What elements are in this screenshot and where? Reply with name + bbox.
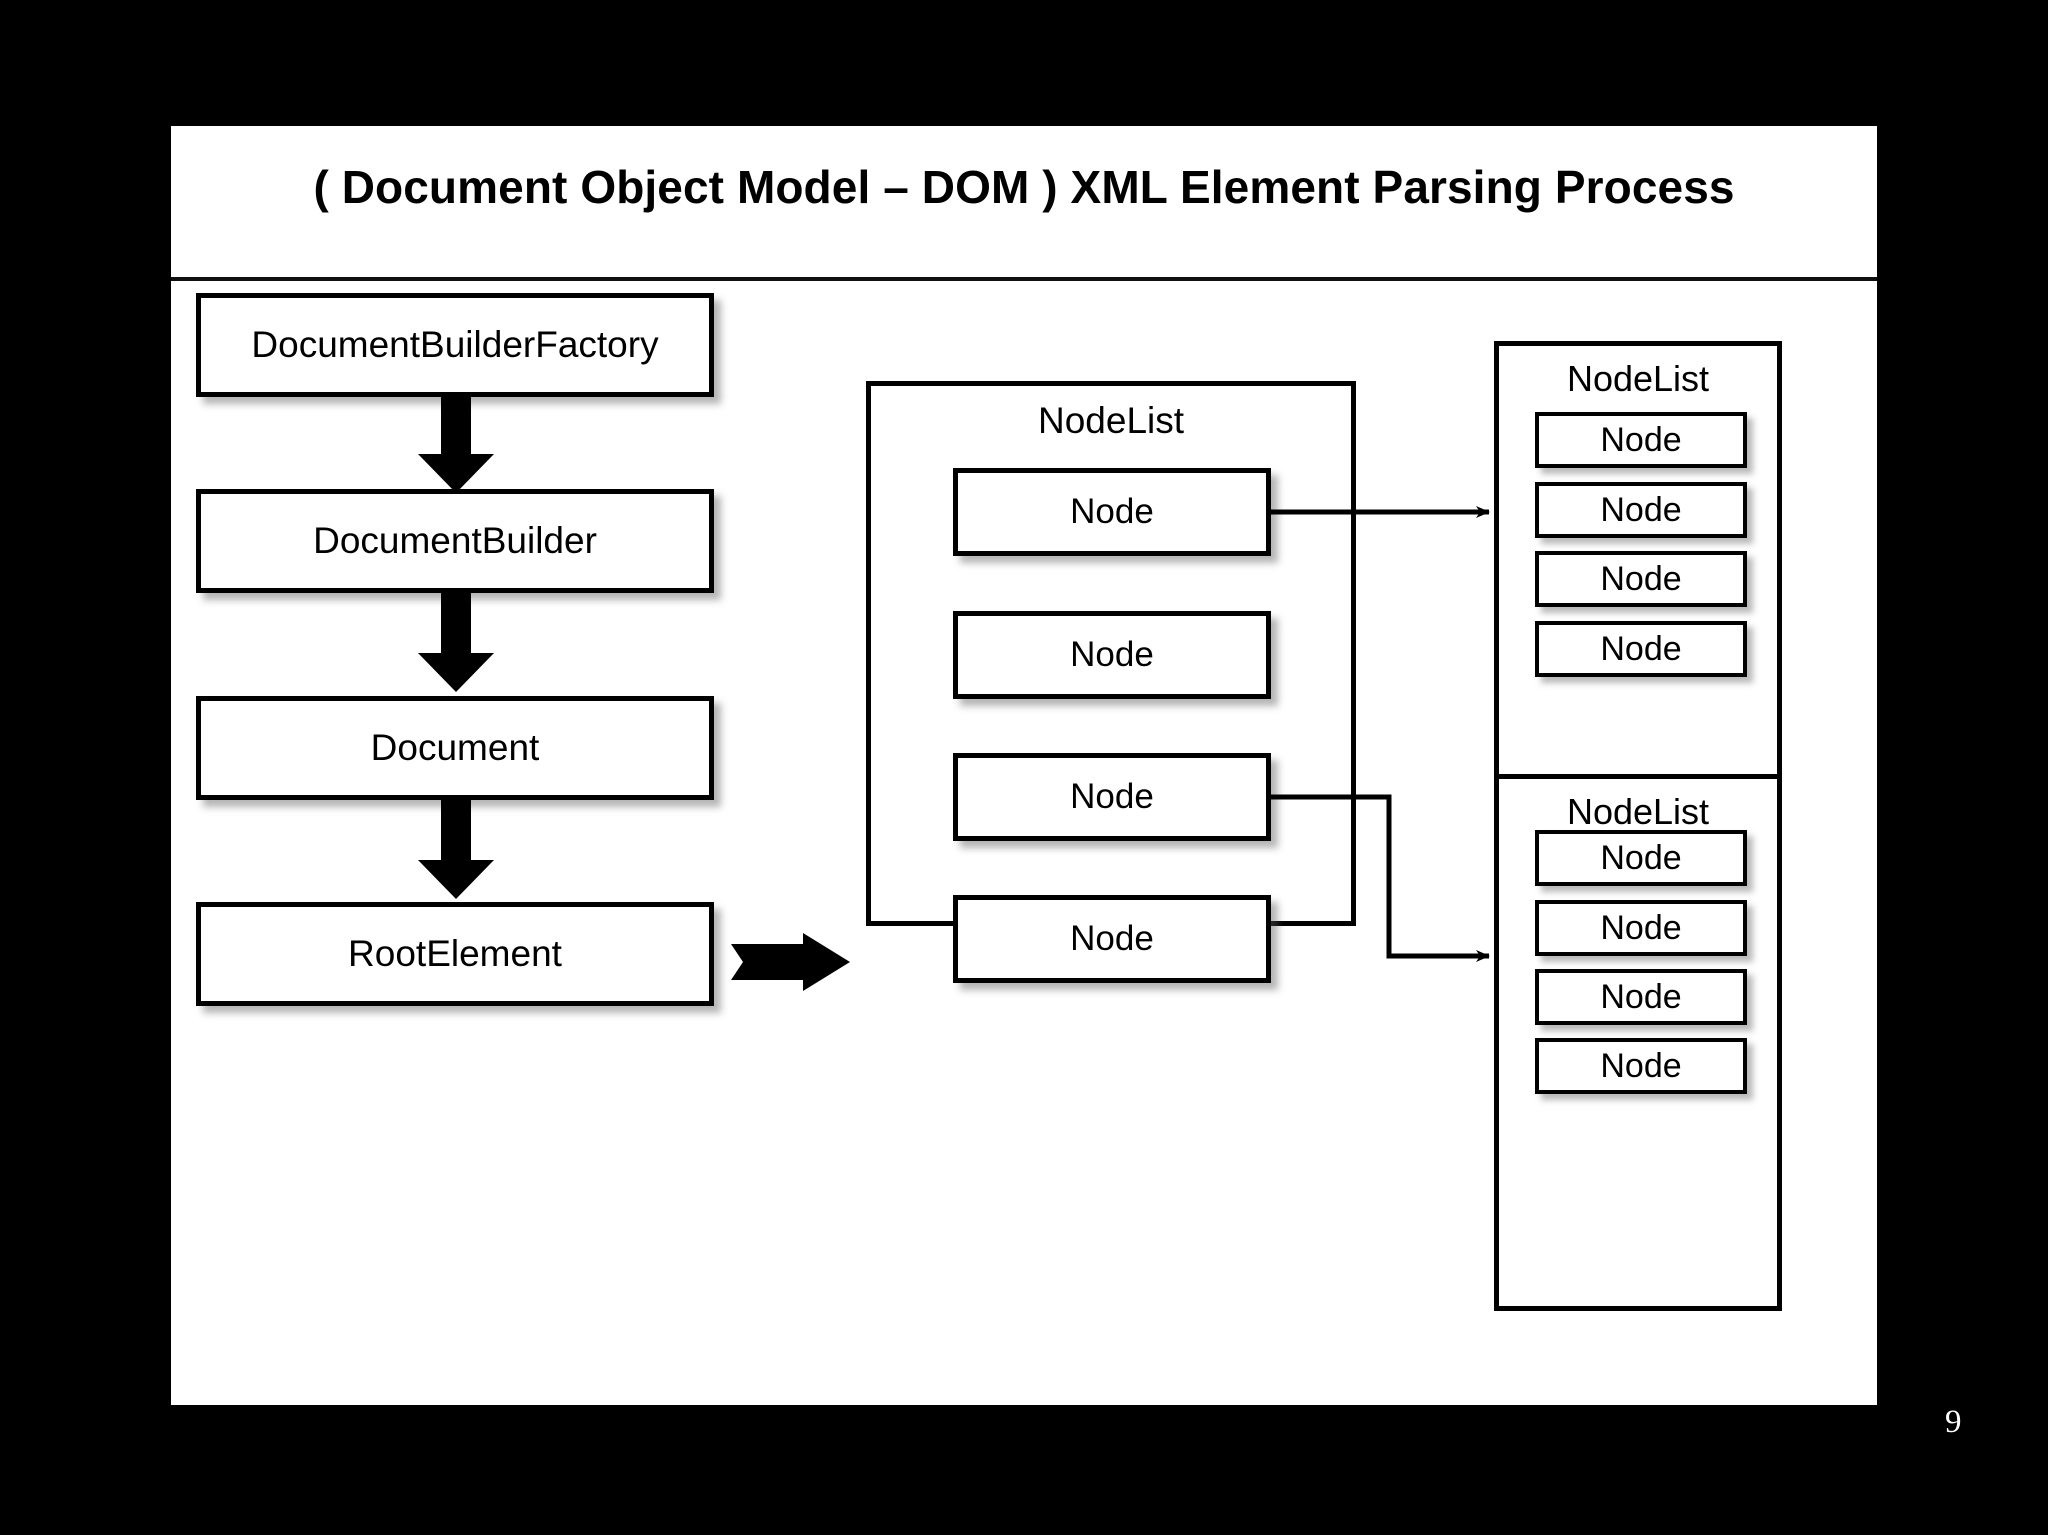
process-box-root-element[interactable]: RootElement [196, 902, 714, 1006]
node-label: Node [1600, 420, 1682, 459]
page-title: ( Document Object Model – DOM ) XML Elem… [313, 161, 1735, 213]
title-band: ( Document Object Model – DOM ) XML Elem… [171, 126, 1877, 281]
process-box-document-builder[interactable]: DocumentBuilder [196, 489, 714, 593]
node-label: Node [1600, 629, 1682, 668]
node-label: Node [1600, 908, 1682, 947]
right-node-item[interactable]: Node [1535, 969, 1747, 1025]
node-label: Node [1070, 777, 1154, 816]
node-label: Node [1600, 559, 1682, 598]
node-label: Node [1600, 977, 1682, 1016]
right-nodelist-top-label: NodeList [1566, 358, 1710, 399]
right-arrow-rootelement-to-nodelist [731, 932, 851, 992]
process-box-label: DocumentBuilder [313, 520, 597, 561]
process-box-label: RootElement [348, 933, 562, 974]
node-label: Node [1600, 1046, 1682, 1085]
page-number: 9 [1945, 1404, 1962, 1440]
process-box-document-builder-factory[interactable]: DocumentBuilderFactory [196, 293, 714, 397]
right-node-item[interactable]: Node [1535, 412, 1747, 468]
right-node-item[interactable]: Node [1535, 830, 1747, 886]
down-arrow-document-to-rootelement [416, 800, 496, 900]
center-node-item[interactable]: Node [953, 753, 1271, 841]
down-arrow-builder-to-document [416, 593, 496, 693]
process-box-label: DocumentBuilderFactory [251, 324, 659, 365]
center-nodelist-label: NodeList [1037, 400, 1185, 441]
right-node-item[interactable]: Node [1535, 621, 1747, 677]
right-node-item[interactable]: Node [1535, 900, 1747, 956]
slide-panel: ( Document Object Model – DOM ) XML Elem… [171, 126, 1877, 1405]
center-node-item[interactable]: Node [953, 468, 1271, 556]
right-node-item[interactable]: Node [1535, 482, 1747, 538]
down-arrow-factory-to-builder [416, 394, 496, 494]
node-label: Node [1600, 490, 1682, 529]
center-node-item[interactable]: Node [953, 895, 1271, 983]
center-node-item[interactable]: Node [953, 611, 1271, 699]
node-label: Node [1600, 838, 1682, 877]
node-label: Node [1070, 919, 1154, 958]
node-label: Node [1070, 492, 1154, 531]
right-nodelist-bottom-label: NodeList [1566, 791, 1710, 832]
process-box-document[interactable]: Document [196, 696, 714, 800]
right-node-item[interactable]: Node [1535, 1038, 1747, 1094]
right-node-item[interactable]: Node [1535, 551, 1747, 607]
node-label: Node [1070, 635, 1154, 674]
process-box-label: Document [370, 727, 540, 768]
